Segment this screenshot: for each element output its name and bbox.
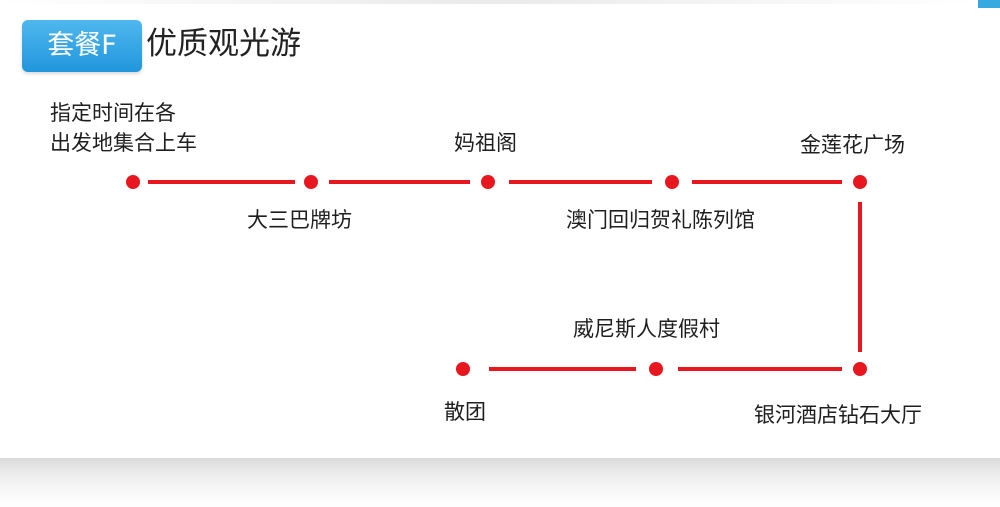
stop-dot-venetian-resort (649, 362, 663, 376)
stop-label-start-line1: 指定时间在各 (50, 101, 176, 125)
stop-label-dismiss: 散团 (444, 400, 486, 424)
top-divider (0, 0, 980, 4)
stop-label-return-exhibition: 澳门回归贺礼陈列馆 (566, 208, 755, 232)
stop-dot-start (126, 175, 140, 189)
package-badge: 套餐F (22, 20, 142, 72)
stop-dot-macau-return-exhibition (665, 175, 679, 189)
stop-dot-dasanba (304, 175, 318, 189)
stop-label-start: 指定时间在各 出发地集合上车 (50, 98, 197, 158)
stop-dot-dismiss (456, 362, 470, 376)
route-diagram (126, 175, 867, 376)
route-card: 套餐F 优质观光游 指定时间在各 出发地集合上车 大三巴牌坊 妈祖阁 澳门回归贺… (0, 0, 1000, 427)
stop-dot-mazuge (481, 175, 495, 189)
stop-label-dasanba: 大三巴牌坊 (247, 208, 352, 232)
stop-label-start-line2: 出发地集合上车 (50, 131, 197, 155)
stop-dot-galaxy-diamond-lobby (853, 362, 867, 376)
route-stops (126, 175, 867, 376)
stop-label-venetian: 威尼斯人度假村 (573, 317, 720, 341)
stop-label-golden-lotus: 金莲花广场 (800, 133, 905, 157)
card-shadow (0, 458, 1000, 507)
stop-dot-golden-lotus-square (853, 175, 867, 189)
stop-label-mazuge: 妈祖阁 (454, 131, 517, 155)
corner-accent (978, 0, 1000, 8)
route-segments (148, 180, 862, 371)
package-title: 优质观光游 (146, 26, 301, 62)
stop-label-galaxy: 银河酒店钻石大厅 (754, 403, 922, 427)
